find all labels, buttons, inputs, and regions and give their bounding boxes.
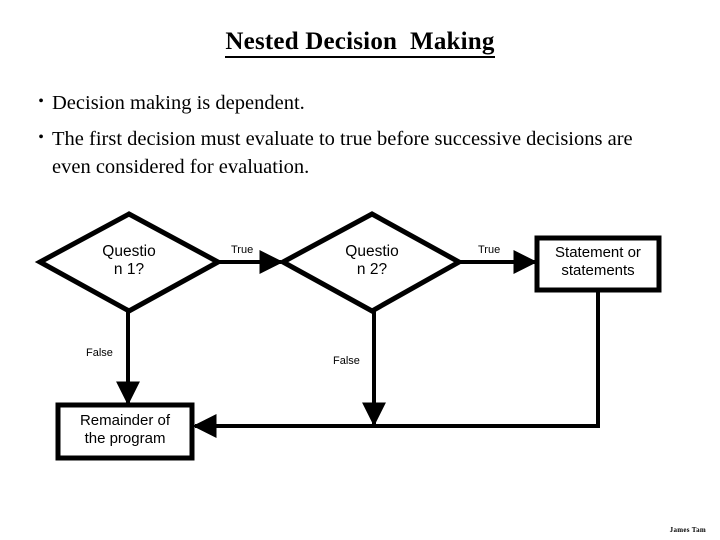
page-title: Nested Decision Making: [0, 28, 720, 58]
author-credit: James Tam: [669, 526, 706, 534]
bullet-item-1: • Decision making is dependent.: [30, 90, 670, 117]
bullet-marker-icon: •: [38, 129, 44, 147]
bullet-list: • Decision making is dependent. • The fi…: [30, 90, 670, 190]
bullet-marker-icon: •: [38, 93, 44, 110]
bullet-text-1: Decision making is dependent.: [52, 92, 305, 114]
edge-label-decision2-true: True: [478, 244, 501, 256]
edge-label-decision1-false: False: [86, 347, 113, 359]
bullet-item-2: • The first decision must evaluate to tr…: [30, 126, 670, 181]
decision2-label: Questio n 2?: [345, 243, 399, 279]
edge-label-decision2-false: False: [333, 355, 360, 367]
bullet-text-2: The first decision must evaluate to true…: [52, 128, 633, 178]
remainder-label: Remainder of the program: [79, 412, 171, 447]
remainder-box: [55, 402, 195, 461]
decision1-label: Questio n 1?: [102, 243, 156, 279]
edge-statement-to-remainder: [192, 290, 600, 438]
statement-label: Statement or statements: [555, 244, 641, 279]
page-title-text: Nested Decision Making: [225, 28, 495, 58]
edge-label-decision1-true: True: [231, 244, 254, 256]
